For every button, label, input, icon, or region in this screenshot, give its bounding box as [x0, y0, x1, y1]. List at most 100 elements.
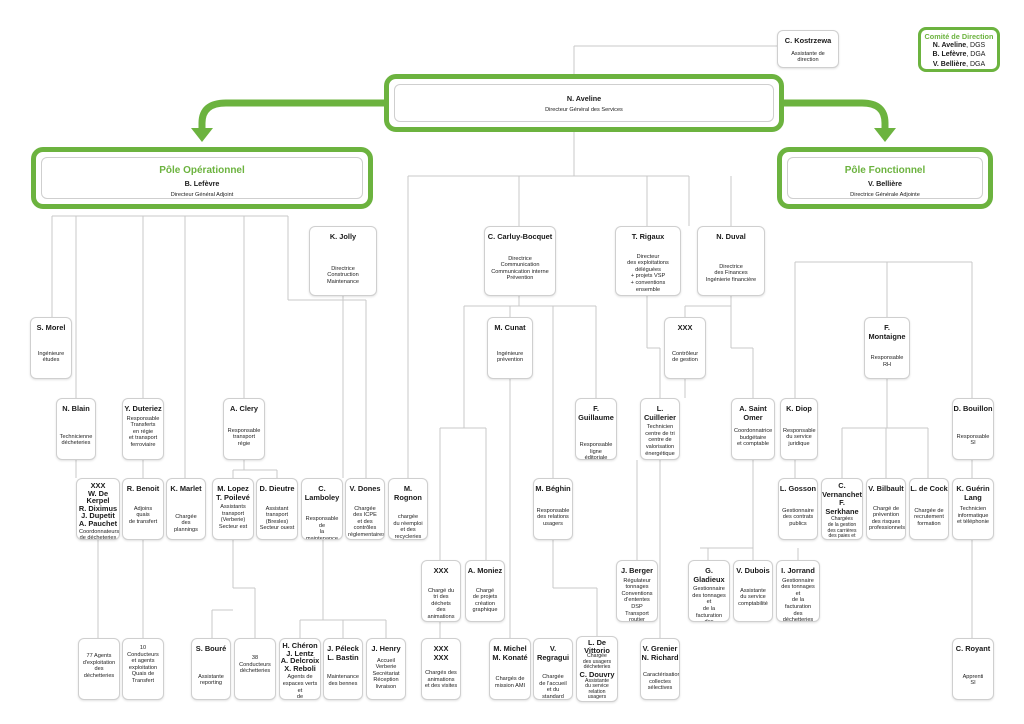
person-role: Responsable de la maintenance: [305, 516, 339, 540]
person-name: V. Dones: [349, 484, 381, 493]
person-name: S. Bouré: [195, 644, 227, 653]
person-role: Directrice Construction Maintenance: [326, 265, 360, 285]
person-name: M. Michel M. Konaté: [492, 644, 528, 662]
person-role: Gestionnaire des contrats publics: [782, 507, 814, 527]
person-role: Chargé de projets création graphique: [472, 587, 498, 614]
person-role: Maintenance des bennes: [326, 674, 360, 687]
person-role: Technicien informatique et téléphonie: [956, 506, 990, 526]
person-role: Assistante du service relation usagers: [585, 677, 609, 701]
person-role: Caractérisations collectes sélectives: [643, 672, 680, 692]
arrow-head-pole-fonctionnel: [874, 128, 896, 142]
person-role: 38 Conducteurs déchetteries: [239, 655, 271, 675]
person-role: Chargés des animations et des visites: [424, 670, 458, 690]
person-role: Directeur des exploitations déléguées + …: [627, 253, 669, 293]
person-role: Technicien centre de tri centre de valor…: [645, 424, 675, 457]
person-name: H. Chéron J. Lentz A. Delcroix X. Reboli: [280, 641, 320, 673]
person-name: K. Marlet: [170, 484, 202, 493]
person-role: Adjoins quais de transfert: [128, 505, 158, 525]
person-role: Assistant transport (Bresles) Secteur ou…: [259, 505, 295, 532]
person-name: M. Béghin: [535, 484, 571, 493]
pole-fonctionnel-title: Pôle Fonctionnel: [844, 165, 926, 176]
box-38-conducteurs: 38 Conducteurs déchetteries: [234, 638, 276, 700]
comite-member: V. Bellière, DGA: [932, 60, 986, 68]
person-role: Responsable Transferts en régie et trans…: [126, 415, 160, 448]
pole-operationnel-title: Pôle Opérationnel: [159, 165, 245, 176]
person-name: K. Diop: [786, 404, 812, 413]
person-role: Responsable des relations usagers: [536, 507, 570, 527]
person-role: Ingénieure prévention: [496, 350, 524, 364]
person-name: M. Rognon: [394, 484, 422, 502]
person-name: V. Bilbault: [868, 484, 904, 493]
person-role: Chargée des usagers décheteries: [582, 653, 612, 671]
person-name: Y. Duteriez: [124, 404, 162, 413]
box-77-agents: 77 Agents d'exploitation des déchetterie…: [78, 638, 120, 700]
pole-operationnel-head: B. Lefèvre: [184, 179, 220, 188]
comite-title: Comité de Direction: [924, 32, 994, 41]
box-xxx-decheteries: XXX W. De Kerpel R. Diximus J. Dupetit A…: [76, 478, 120, 540]
person-role: Agents de espaces verts et de maintenanc…: [282, 674, 318, 700]
person-role: Responsable RH: [870, 355, 904, 368]
person-name: C. Douvry: [579, 669, 615, 679]
pole-operationnel-box: Pôle Opérationnel B. Lefèvre Directeur G…: [31, 147, 373, 209]
person-name: J. Henry: [371, 644, 401, 653]
comite-direction-legend: Comité de Direction N. Aveline, DGS B. L…: [918, 27, 1000, 72]
person-name: C. Kostrzewa: [784, 36, 832, 45]
person-role: Apprenti SI: [962, 673, 984, 687]
person-name: G. Gladieux: [693, 566, 725, 584]
person-name: M. Cunat: [494, 323, 526, 332]
person-role: Ingénieure études: [37, 350, 65, 364]
person-name: D. Bouillon: [953, 404, 993, 413]
person-role: Coordonnateurs de décheteries: [79, 528, 120, 540]
person-name: C. Royant: [955, 644, 991, 653]
person-role: Contrôleur de gestion: [671, 350, 699, 364]
person-name: L. De Vittorio: [584, 638, 610, 655]
arrow-to-pole-fonctionnel: [784, 99, 889, 130]
person-name: N. Duval: [716, 232, 746, 241]
person-name: V. Grenier N. Richard: [641, 644, 679, 662]
person-role: Gestionnaire des tonnages et de la factu…: [692, 586, 726, 621]
person-name: V. Regragui: [536, 644, 570, 662]
person-name: XXX W. De Kerpel R. Diximus J. Dupetit A…: [78, 481, 118, 528]
arrow-head-pole-operationnel: [191, 128, 213, 142]
person-name: A. Clery: [230, 404, 258, 413]
person-name: J. Berger: [620, 566, 654, 575]
person-role: Technicienne décheteries: [59, 433, 93, 447]
person-name: A. Saint Omer: [739, 404, 767, 422]
pole-fonctionnel-head: V. Bellière: [867, 179, 903, 188]
comite-member: B. Lefèvre, DGA: [932, 51, 986, 59]
person-name: C. Lamboley: [304, 484, 340, 502]
person-name: K. Jolly: [329, 232, 357, 241]
